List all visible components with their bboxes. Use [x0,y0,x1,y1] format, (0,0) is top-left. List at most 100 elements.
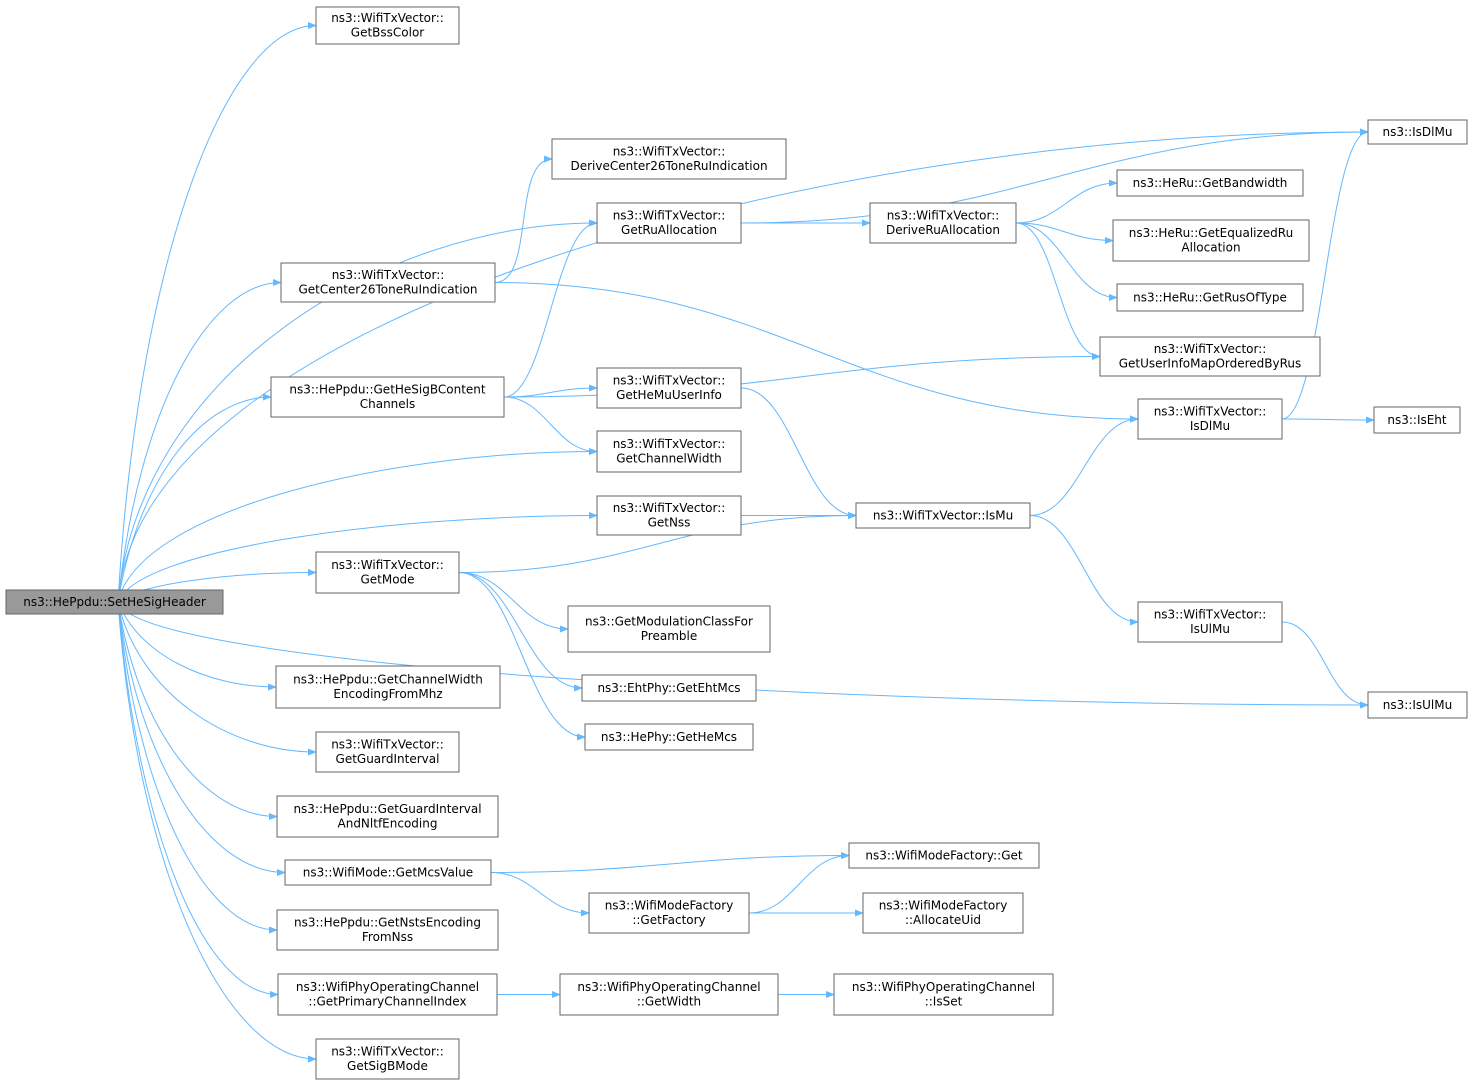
node-isDlMuFree[interactable]: ns3::IsDlMu [1367,119,1468,145]
node-box[interactable] [1112,219,1310,262]
node-box[interactable] [1099,336,1321,377]
node-heRuGetRusOfType[interactable]: ns3::HeRu::GetRusOfType [1116,283,1304,312]
edge-root-to-isUlMuFree [117,601,1369,709]
node-label: ::GetFactory [632,913,705,927]
node-box[interactable] [275,665,501,709]
node-box[interactable] [1116,283,1304,312]
node-label: ns3::WifiTxVector:: [1154,342,1267,356]
node-box[interactable] [270,376,505,418]
node-box[interactable] [315,551,460,594]
node-label: ns3::GetModulationClassFor [585,615,753,629]
node-deriveRuAllocation[interactable]: ns3::WifiTxVector::DeriveRuAllocation [869,202,1017,244]
node-getHeMcs[interactable]: ns3::HePhy::GetHeMcs [584,723,754,751]
node-isEht[interactable]: ns3::IsEht [1373,406,1461,434]
node-box[interactable] [5,589,224,615]
edge-getMode-to-isMu [458,511,857,573]
node-getRuAllocation[interactable]: ns3::WifiTxVector::GetRuAllocation [596,202,742,244]
node-box[interactable] [284,859,492,886]
node-box[interactable] [596,430,742,473]
node-box[interactable] [848,842,1040,869]
node-isUlMuFree[interactable]: ns3::IsUlMu [1367,691,1468,719]
node-root[interactable]: ns3::HePpdu::SetHeSigHeader [5,589,224,615]
node-getMcsValue[interactable]: ns3::WifiMode::GetMcsValue [284,859,492,886]
node-getMode[interactable]: ns3::WifiTxVector::GetMode [315,551,460,594]
node-wmfAllocateUid[interactable]: ns3::WifiModeFactory::AllocateUid [862,892,1024,934]
node-box[interactable] [862,892,1024,934]
node-box[interactable] [869,202,1017,244]
node-label: GetGuardInterval [336,752,440,766]
node-getSigBMode[interactable]: ns3::WifiTxVector::GetSigBMode [315,1038,460,1080]
node-getUserInfoMap[interactable]: ns3::WifiTxVector::GetUserInfoMapOrdered… [1099,336,1321,377]
edge-getHeSigB-to-getUserInfoMap [503,352,1101,398]
node-box[interactable] [584,723,754,751]
node-getNss[interactable]: ns3::WifiTxVector::GetNss [596,495,742,536]
node-txIsDlMu[interactable]: ns3::WifiTxVector::IsDlMu [1137,398,1283,440]
node-box[interactable] [551,138,787,180]
node-label: ::GetPrimaryChannelIndex [308,995,466,1009]
nodes-layer: ns3::HePpdu::SetHeSigHeaderns3::WifiTxVe… [5,6,1468,1080]
node-box[interactable] [276,795,499,838]
edge-isMu-to-txIsUlMu [1029,515,1139,626]
node-label: ns3::HePhy::GetHeMcs [601,730,737,744]
node-box[interactable] [581,674,757,702]
node-isMu[interactable]: ns3::WifiTxVector::IsMu [855,502,1031,529]
node-deriveCenter26[interactable]: ns3::WifiTxVector::DeriveCenter26ToneRuI… [551,138,787,180]
node-label: ns3::WifiTxVector:: [613,501,726,515]
node-box[interactable] [596,495,742,536]
edge-root-to-getGuardInterval [117,601,317,756]
node-getGiNltf[interactable]: ns3::HePpdu::GetGuardIntervalAndNltfEnco… [276,795,499,838]
node-getBssColor[interactable]: ns3::WifiTxVector::GetBssColor [315,6,460,45]
node-label: ns3::WifiModeFactory [879,899,1008,913]
edge-txIsDlMu-to-isDlMuFree [1281,128,1369,420]
node-wmfGetFactory[interactable]: ns3::WifiModeFactory::GetFactory [588,892,750,934]
node-box[interactable] [833,973,1054,1016]
node-box[interactable] [277,973,498,1016]
node-getCenter26[interactable]: ns3::WifiTxVector::GetCenter26ToneRuIndi… [280,262,496,303]
node-box[interactable] [1367,119,1468,145]
node-box[interactable] [1137,398,1283,440]
edge-getMode-to-getHeMcs [458,572,586,741]
node-box[interactable] [596,367,742,409]
edge-getHeMuUserInfo-to-isMu [740,387,857,520]
node-getEhtMcs[interactable]: ns3::EhtPhy::GetEhtMcs [581,674,757,702]
node-opChGetWidth[interactable]: ns3::WifiPhyOperatingChannel::GetWidth [559,973,779,1016]
node-box[interactable] [1373,406,1461,434]
node-getPrimaryCh[interactable]: ns3::WifiPhyOperatingChannel::GetPrimary… [277,973,498,1016]
node-box[interactable] [1116,169,1304,197]
node-box[interactable] [559,973,779,1016]
node-box[interactable] [280,262,496,303]
node-label: ns3::WifiTxVector:: [331,558,444,572]
node-label: ns3::WifiTxVector:: [331,1045,444,1059]
node-box[interactable] [855,502,1031,529]
node-heRuGetBandwidth[interactable]: ns3::HeRu::GetBandwidth [1116,169,1304,197]
node-getHeMuUserInfo[interactable]: ns3::WifiTxVector::GetHeMuUserInfo [596,367,742,409]
node-getChWidthEnc[interactable]: ns3::HePpdu::GetChannelWidthEncodingFrom… [275,665,501,709]
node-label: ns3::WifiTxVector:: [1154,405,1267,419]
node-label: GetMode [360,573,414,587]
node-label: IsDlMu [1190,419,1230,433]
node-box[interactable] [588,892,750,934]
edge-getMcsValue-to-wmfGetFactory [490,872,590,917]
node-box[interactable] [1367,691,1468,719]
edge-deriveRuAllocation-to-getUserInfoMap [1015,222,1101,361]
node-box[interactable] [315,6,460,45]
node-getChannelWidth[interactable]: ns3::WifiTxVector::GetChannelWidth [596,430,742,473]
node-label: Channels [360,397,416,411]
node-box[interactable] [276,909,499,951]
node-opChIsSet[interactable]: ns3::WifiPhyOperatingChannel::IsSet [833,973,1054,1016]
node-box[interactable] [315,1038,460,1080]
node-box[interactable] [567,605,771,653]
node-box[interactable] [1137,601,1283,643]
edge-getMcsValue-to-wmfGet [490,851,850,873]
node-box[interactable] [315,731,460,773]
node-wmfGet[interactable]: ns3::WifiModeFactory::Get [848,842,1040,869]
edge-root-to-getSigBMode [117,601,317,1063]
node-label: GetChannelWidth [616,452,722,466]
node-box[interactable] [596,202,742,244]
node-txIsUlMu[interactable]: ns3::WifiTxVector::IsUlMu [1137,601,1283,643]
node-getGuardInterval[interactable]: ns3::WifiTxVector::GetGuardInterval [315,731,460,773]
